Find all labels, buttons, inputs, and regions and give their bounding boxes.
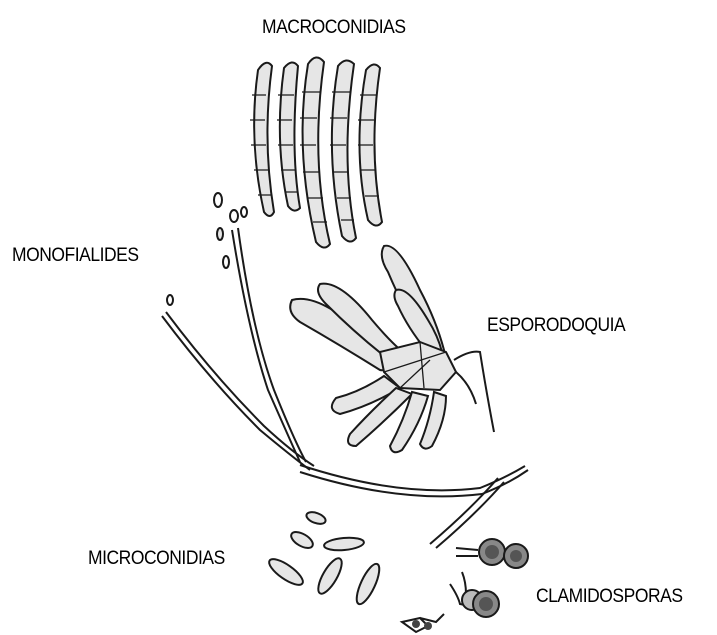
- macroconidia-group: [250, 57, 382, 247]
- conidium: [214, 193, 222, 207]
- label-esporodoquia: ESPORODOQUIA: [487, 315, 625, 337]
- microconidium: [289, 529, 316, 551]
- conidium: [223, 256, 229, 268]
- microconidia-group: [266, 510, 384, 607]
- microconidium: [314, 555, 346, 597]
- label-clamidosporas: CLAMIDOSPORAS: [536, 586, 683, 608]
- label-monofialides: MONOFIALIDES: [12, 245, 139, 267]
- conidium: [167, 295, 173, 305]
- macroconidium: [254, 63, 274, 216]
- branch-hypha: [430, 478, 498, 544]
- microconidium: [305, 510, 327, 526]
- conidium: [230, 210, 238, 222]
- monophialides-group: [162, 193, 314, 470]
- macroconidium: [303, 57, 330, 247]
- microconidium: [324, 536, 365, 551]
- sporodochium-group: [290, 246, 494, 453]
- microconidium: [352, 561, 383, 607]
- macroconidium: [332, 60, 356, 241]
- conidium: [241, 207, 247, 217]
- conidium: [217, 228, 223, 240]
- macroconidium: [280, 62, 300, 210]
- label-microconidias: MICROCONIDIAS: [88, 548, 225, 570]
- chlamydospores-group: [402, 539, 528, 632]
- microconidium: [266, 555, 307, 589]
- label-macroconidias: MACROCONIDIAS: [262, 17, 406, 39]
